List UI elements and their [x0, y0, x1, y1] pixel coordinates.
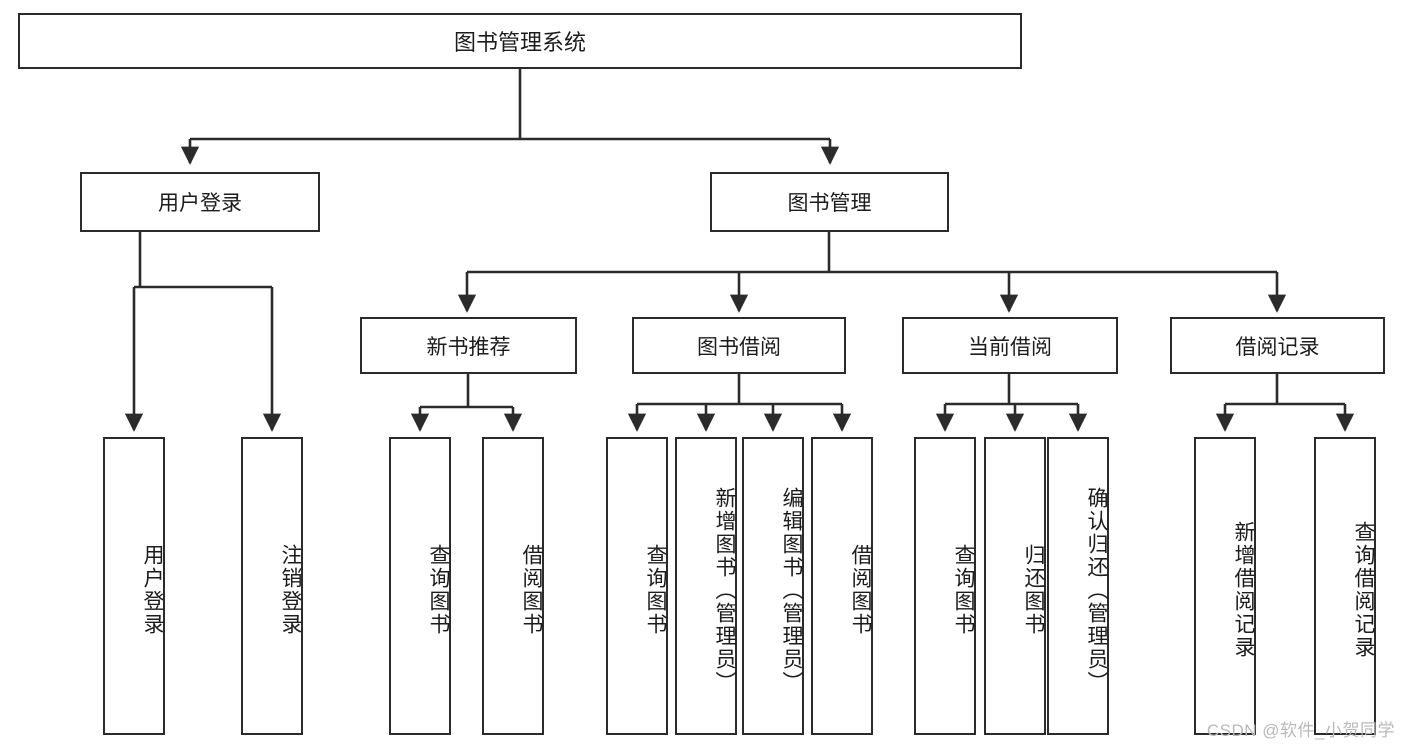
leaf-return-book-label: 归还图书: [1022, 544, 1045, 636]
node-book-borrow-label: 图书借阅: [697, 335, 781, 359]
node-current-borrow[interactable]: 当前借阅: [902, 317, 1118, 374]
leaf-logout-label: 注销登录: [279, 544, 302, 636]
leaf-current-query-book-label: 查询图书: [952, 544, 975, 636]
leaf-recommend-borrow-book-label: 借阅图书: [520, 544, 543, 636]
node-book-borrow[interactable]: 图书借阅: [632, 317, 846, 374]
leaf-logout[interactable]: 注销登录: [241, 437, 303, 735]
leaf-recommend-query-book-label: 查询图书: [427, 544, 450, 636]
leaf-borrow-query-book-label: 查询图书: [644, 544, 667, 636]
leaf-query-borrow-record-label: 查询借阅记录: [1352, 521, 1375, 659]
watermark: CSDN @软件_小贺同学: [1206, 721, 1395, 740]
node-borrow-record-label: 借阅记录: [1235, 335, 1320, 359]
leaf-query-borrow-record[interactable]: 查询借阅记录: [1314, 437, 1376, 735]
node-user-login[interactable]: 用户登录: [80, 172, 320, 232]
leaf-user-login-label: 用户登录: [141, 544, 164, 636]
node-new-book-recommend[interactable]: 新书推荐: [360, 317, 577, 374]
leaf-edit-book-admin[interactable]: 编辑图书（管理员）: [742, 437, 804, 735]
node-current-borrow-label: 当前借阅: [968, 335, 1052, 359]
leaf-borrow-book[interactable]: 借阅图书: [811, 437, 873, 735]
leaf-recommend-borrow-book[interactable]: 借阅图书: [482, 437, 544, 735]
leaf-confirm-return-admin[interactable]: 确认归还（管理员）: [1047, 437, 1109, 735]
leaf-confirm-return-admin-label: 确认归还（管理员）: [1085, 486, 1108, 694]
node-root-label: 图书管理系统: [453, 30, 586, 55]
leaf-add-borrow-record-label: 新增借阅记录: [1232, 521, 1255, 659]
leaf-user-login[interactable]: 用户登录: [103, 437, 165, 735]
leaf-recommend-query-book[interactable]: 查询图书: [389, 437, 451, 735]
node-user-login-label: 用户登录: [158, 192, 242, 215]
node-new-book-recommend-label: 新书推荐: [426, 335, 511, 359]
leaf-add-borrow-record[interactable]: 新增借阅记录: [1194, 437, 1256, 735]
node-book-management[interactable]: 图书管理: [710, 172, 949, 232]
leaf-add-book-admin[interactable]: 新增图书（管理员）: [675, 437, 737, 735]
leaf-return-book[interactable]: 归还图书: [984, 437, 1046, 735]
leaf-add-book-admin-label: 新增图书（管理员）: [713, 486, 736, 694]
leaf-borrow-book-label: 借阅图书: [849, 544, 872, 636]
node-root[interactable]: 图书管理系统: [18, 13, 1022, 69]
leaf-edit-book-admin-label: 编辑图书（管理员）: [780, 486, 803, 694]
leaf-borrow-query-book[interactable]: 查询图书: [606, 437, 668, 735]
leaf-current-query-book[interactable]: 查询图书: [914, 437, 976, 735]
node-borrow-record[interactable]: 借阅记录: [1170, 317, 1385, 374]
node-book-management-label: 图书管理: [787, 192, 872, 215]
